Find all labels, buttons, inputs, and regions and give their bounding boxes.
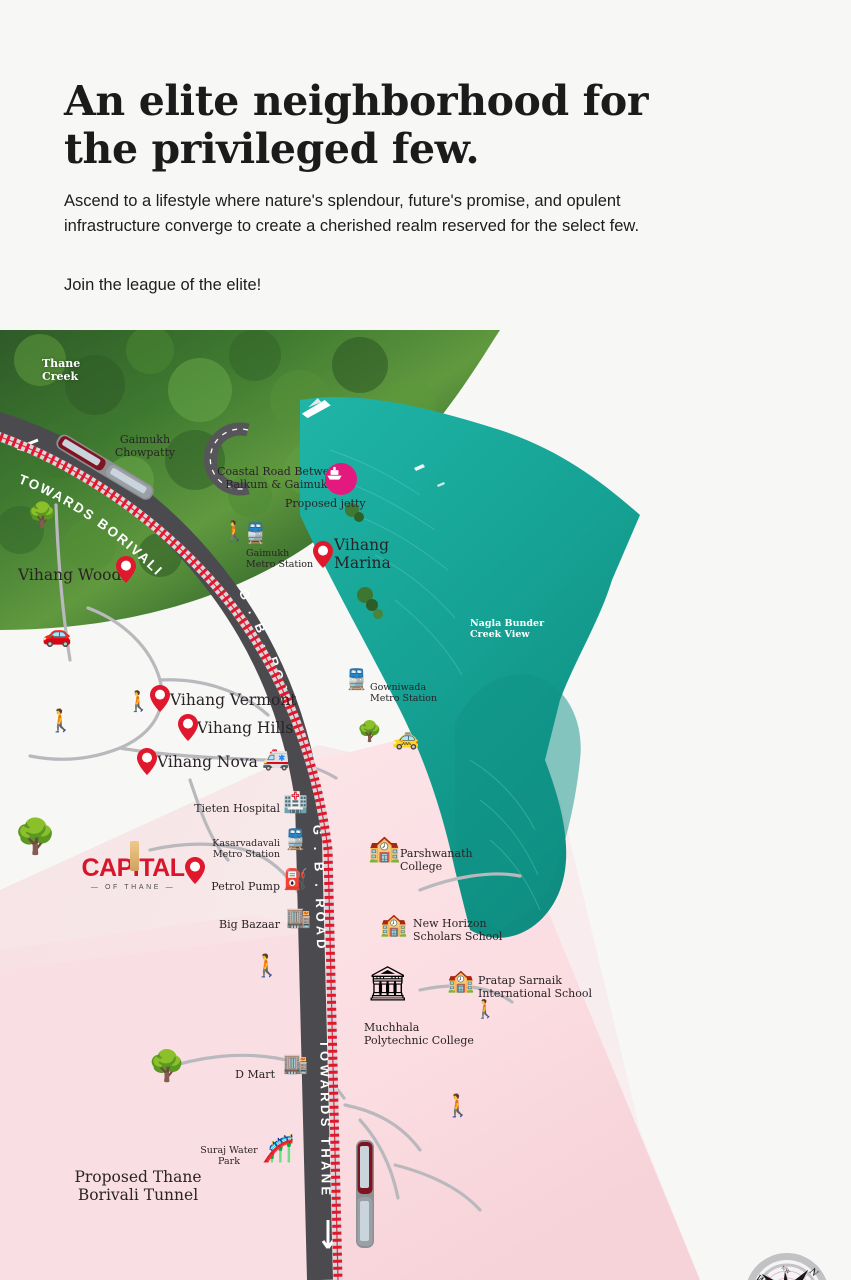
compass-nw-label: NW [780, 1265, 792, 1276]
metro-train-icon-kasarvadavali: 🚆 [283, 829, 308, 851]
map-pin-capital-of-thane[interactable] [185, 857, 205, 884]
proposed-jetty-icon[interactable] [325, 463, 357, 495]
brand-tagline: — OF THANE — [90, 884, 176, 891]
map-pin-vihang-woods[interactable] [116, 556, 136, 583]
parshwanath-college-building-icon: 🏫 [368, 833, 401, 863]
big-bazaar-store-icon: 🏬 [286, 907, 311, 929]
map-pin-vihang-nova[interactable] [137, 748, 157, 775]
pedestrian-icon-left: 🚶 [47, 708, 75, 733]
call-to-action-text: Join the league of the elite! [64, 276, 262, 294]
capital-of-thane-logo[interactable]: CAPITAL — OF THANE — [78, 841, 188, 891]
train-icon-lower [356, 1140, 374, 1248]
map-pin-vihang-hills[interactable] [178, 714, 198, 741]
pedestrian-icon-lower: 🚶 [444, 1093, 472, 1118]
page-title: An elite neighborhood for the privileged… [64, 77, 649, 173]
ambulance-icon: 🚑 [262, 746, 290, 771]
petrol-pump-icon: ⛽ [283, 869, 308, 891]
metro-train-icon-gaimukh: 🚆 [243, 523, 268, 545]
tree-icon-upper-left: 🌳 [27, 502, 57, 529]
d-mart-store-icon: 🏬 [283, 1053, 308, 1075]
map-pin-vihang-marina[interactable] [313, 541, 333, 568]
car-yellow-icon: 🚕 [392, 725, 420, 750]
pratap-sarnaik-school-building-icon: 🏫 [447, 968, 475, 993]
tree-icon-right: 🌳 [357, 721, 382, 743]
brand-tower-icon [130, 841, 139, 871]
new-horizon-school-building-icon: 🏫 [380, 912, 408, 937]
compass-rose: N W E S NW [747, 1253, 827, 1280]
water-park-slide-icon: 🎢 [262, 1133, 295, 1163]
road-label-thane: TOWARDS THANE [317, 1040, 334, 1199]
commuter-icon: 🚶 [222, 521, 247, 543]
tree-icon-lower-left: 🌳 [148, 1050, 186, 1083]
ferry-icon [327, 466, 342, 480]
metro-train-icon-gowniwada: 🚆 [344, 669, 369, 691]
dog-walker-icon: 🚶 [253, 953, 281, 978]
hospital-building-icon: 🏥 [283, 792, 308, 814]
train-icon-upper [56, 434, 154, 500]
pedestrian-icon-mid: 🚶 [126, 691, 151, 713]
student-icon: 🚶 [474, 999, 497, 1019]
muchhala-college-building-icon: 🏛 [366, 965, 410, 1003]
compass-west-label: W [753, 1274, 767, 1280]
map-pin-vihang-vermont[interactable] [150, 685, 170, 712]
subtitle-paragraph: Ascend to a lifestyle where nature's spl… [64, 192, 640, 235]
road-label-gb-lower: G . B . ROAD [310, 825, 329, 953]
car-red-icon: 🚗 [42, 621, 72, 648]
coastal-road-loop [203, 422, 250, 496]
tree-icon-mid-left: 🌳 [14, 818, 57, 856]
location-map[interactable]: TOWARDS BORIVALI G . B . ROAD G . B . RO… [0, 330, 851, 1280]
map-graphics: TOWARDS BORIVALI G . B . ROAD G . B . RO… [0, 330, 851, 1280]
header-section: An elite neighborhood for the privileged… [0, 0, 851, 330]
